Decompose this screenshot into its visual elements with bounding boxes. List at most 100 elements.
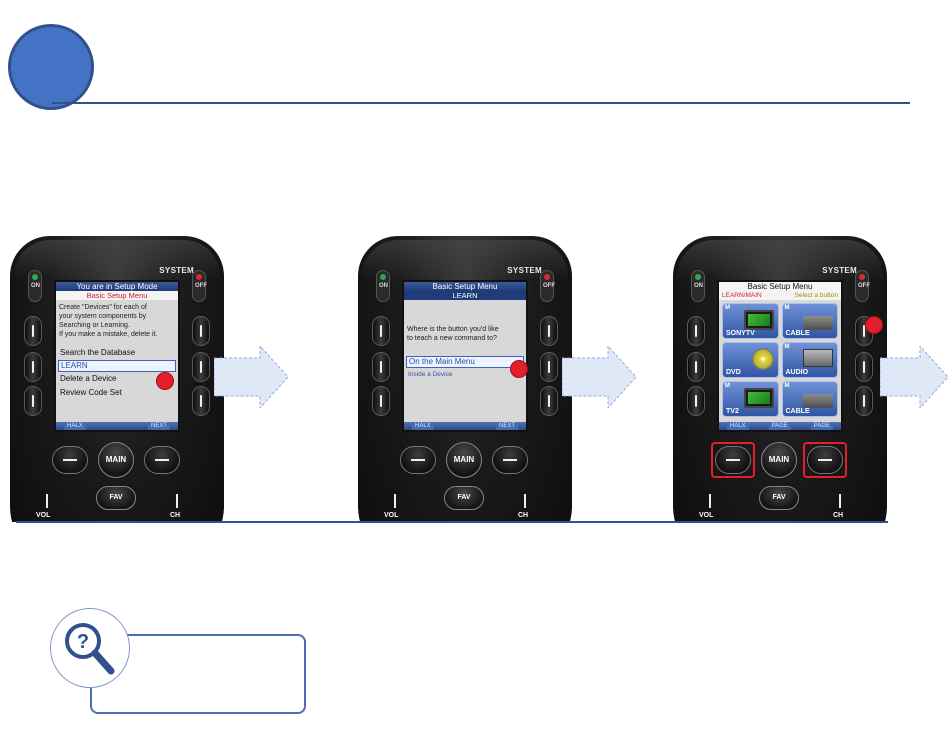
screen-bottom-bar: HALX NEXT bbox=[404, 422, 526, 430]
screen-subtitle-left: LEARN/MAIN bbox=[722, 292, 762, 299]
remote-screen: Basic Setup Menu LEARN Where is the butt… bbox=[402, 280, 528, 432]
system-label: SYSTEM bbox=[822, 266, 857, 275]
soft-key-right-button[interactable] bbox=[144, 446, 180, 474]
vol-rocker-mark bbox=[709, 494, 711, 508]
device-tile-dvd[interactable]: DVD bbox=[722, 342, 779, 378]
cable-box-icon bbox=[803, 316, 833, 330]
right-side-button-2[interactable] bbox=[192, 352, 210, 382]
screen-title: Basic Setup Menu bbox=[404, 282, 526, 291]
main-button[interactable]: MAIN bbox=[446, 442, 482, 478]
main-button[interactable]: MAIN bbox=[98, 442, 134, 478]
soft-key-left-button[interactable] bbox=[400, 446, 436, 474]
right-side-button-2[interactable] bbox=[855, 352, 873, 382]
on-button[interactable]: ON bbox=[28, 270, 42, 302]
off-button[interactable]: OFF bbox=[540, 270, 555, 302]
body-line: Searching or Learning. bbox=[59, 322, 130, 329]
left-side-button-3[interactable] bbox=[372, 386, 390, 416]
highlight-dot bbox=[156, 372, 174, 390]
soft-key-left-button[interactable] bbox=[52, 446, 88, 474]
main-button[interactable]: MAIN bbox=[761, 442, 797, 478]
right-side-button-1[interactable] bbox=[192, 316, 210, 346]
vol-label: VOL bbox=[36, 512, 51, 519]
right-side-button-2[interactable] bbox=[540, 352, 558, 382]
fav-button[interactable]: FAV bbox=[444, 486, 484, 510]
step-number-circle bbox=[8, 24, 94, 110]
soft-key-left-label: HALX bbox=[64, 422, 86, 430]
screen-subtitle: Basic Setup Menu bbox=[56, 291, 178, 300]
screen-title: Basic Setup Menu bbox=[719, 282, 841, 291]
menu-item-learn[interactable]: LEARN bbox=[58, 360, 176, 372]
body-line: to teach a new command to? bbox=[407, 335, 497, 342]
highlight-box-left bbox=[711, 442, 755, 478]
fav-button[interactable]: FAV bbox=[759, 486, 799, 510]
magnifier-question-icon: ? bbox=[50, 608, 130, 688]
amplifier-icon bbox=[803, 349, 833, 367]
left-side-button-2[interactable] bbox=[372, 352, 390, 382]
left-side-button-1[interactable] bbox=[24, 316, 42, 346]
system-label: SYSTEM bbox=[507, 266, 542, 275]
left-side-button-2[interactable] bbox=[24, 352, 42, 382]
soft-key-right-button[interactable] bbox=[492, 446, 528, 474]
vol-label: VOL bbox=[384, 512, 399, 519]
on-button[interactable]: ON bbox=[376, 270, 390, 302]
arrow-right-icon bbox=[562, 346, 637, 408]
right-side-button-3[interactable] bbox=[192, 386, 210, 416]
soft-key-left-button[interactable] bbox=[715, 446, 751, 474]
ch-label: CH bbox=[170, 512, 181, 519]
remote-screen: You are in Setup Mode Basic Setup Menu C… bbox=[54, 280, 180, 432]
menu-item-delete[interactable]: Delete a Device bbox=[60, 374, 117, 383]
left-side-button-1[interactable] bbox=[372, 316, 390, 346]
soft-key-left-label: HALX bbox=[412, 422, 434, 430]
ch-rocker-mark bbox=[524, 494, 526, 508]
left-side-button-1[interactable] bbox=[687, 316, 705, 346]
soft-key-right-button[interactable] bbox=[807, 446, 843, 474]
right-side-button-3[interactable] bbox=[540, 386, 558, 416]
page-label: PAGE bbox=[768, 422, 791, 430]
body-line: If you make a mistake, delete it. bbox=[59, 331, 158, 338]
disc-icon bbox=[751, 348, 774, 370]
menu-item-inside-device[interactable]: Inside a Device bbox=[408, 371, 453, 378]
highlight-dot bbox=[865, 316, 883, 334]
off-button[interactable]: OFF bbox=[192, 270, 207, 302]
menu-item-main-menu[interactable]: On the Main Menu bbox=[406, 356, 524, 368]
body-line: Create "Devices" for each of bbox=[59, 304, 147, 311]
screen-subtitle: LEARN bbox=[404, 291, 526, 300]
off-button[interactable]: OFF bbox=[855, 270, 870, 302]
cable-box-icon bbox=[803, 394, 833, 408]
ch-rocker-mark bbox=[176, 494, 178, 508]
left-side-button-3[interactable] bbox=[24, 386, 42, 416]
left-side-button-2[interactable] bbox=[687, 352, 705, 382]
highlight-dot bbox=[510, 360, 528, 378]
vol-label: VOL bbox=[699, 512, 714, 519]
remote-step-2: SYSTEM ON OFF Basic Setup Menu LEARN Whe… bbox=[358, 236, 572, 522]
vol-rocker-mark bbox=[46, 494, 48, 508]
screen-body: Create "Devices" for each of your system… bbox=[56, 300, 178, 342]
ch-rocker-mark bbox=[839, 494, 841, 508]
right-side-button-1[interactable] bbox=[540, 316, 558, 346]
left-side-button-3[interactable] bbox=[687, 386, 705, 416]
highlight-box-right bbox=[803, 442, 847, 478]
arrow-right-icon bbox=[214, 346, 289, 408]
remote-step-1: SYSTEM ON OFF You are in Setup Mode Basi… bbox=[10, 236, 224, 522]
soft-key-right-label: NEXT bbox=[495, 422, 518, 430]
screen-title: You are in Setup Mode bbox=[56, 282, 178, 291]
ch-label: CH bbox=[833, 512, 844, 519]
system-label: SYSTEM bbox=[159, 266, 194, 275]
soft-key-right-label: NEXT bbox=[147, 422, 170, 430]
soft-key-right-label: PAGE bbox=[810, 422, 833, 430]
section-divider bbox=[16, 521, 888, 523]
soft-key-left-label: HALX bbox=[727, 422, 749, 430]
remote-step-3: SYSTEM ON OFF Basic Setup Menu LEARN/MAI… bbox=[673, 236, 887, 522]
right-side-button-3[interactable] bbox=[855, 386, 873, 416]
tv-icon bbox=[743, 388, 774, 408]
on-button[interactable]: ON bbox=[691, 270, 705, 302]
fav-button[interactable]: FAV bbox=[96, 486, 136, 510]
menu-item-review[interactable]: Review Code Set bbox=[60, 388, 122, 397]
menu-item-search[interactable]: Search the Database bbox=[60, 348, 136, 357]
